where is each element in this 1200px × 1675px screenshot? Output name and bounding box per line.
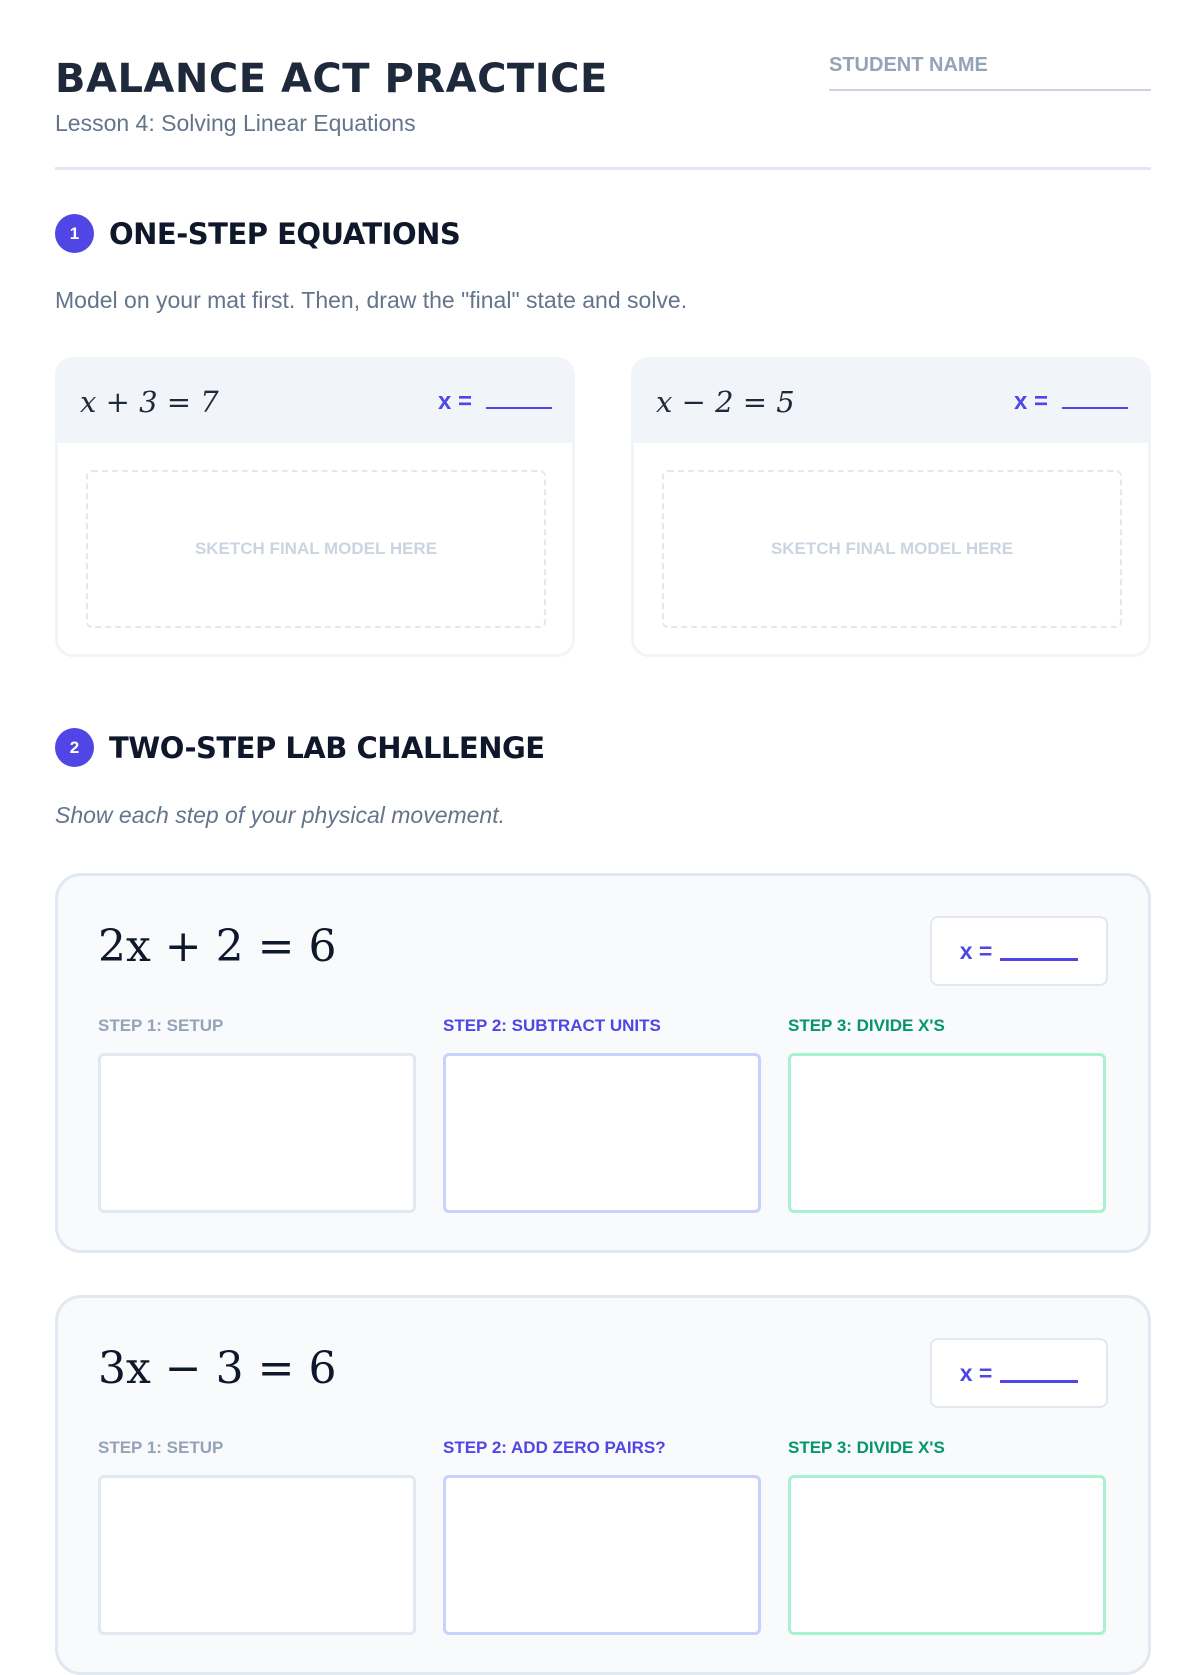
- step-label: STEP 1: SETUP: [98, 1438, 224, 1457]
- step-label: STEP 2: ADD ZERO PAIRS?: [443, 1438, 666, 1457]
- lesson-subtitle: Lesson 4: Solving Linear Equations: [55, 110, 416, 136]
- answer-field[interactable]: x =: [438, 388, 552, 416]
- section-instructions: Show each step of your physical movement…: [55, 802, 506, 828]
- equation: x − 2 = 5: [656, 384, 795, 419]
- step-1-box[interactable]: [98, 1475, 416, 1635]
- answer-blank[interactable]: [1000, 1379, 1079, 1383]
- sketch-area[interactable]: SKETCH FINAL MODEL HERE: [86, 470, 546, 628]
- step-2-box[interactable]: [443, 1053, 761, 1213]
- equation: x + 3 = 7: [80, 384, 219, 419]
- student-name-field[interactable]: STUDENT NAME: [829, 54, 1151, 91]
- problem-card: x + 3 = 7 x = SKETCH FINAL MODEL HERE: [55, 357, 575, 657]
- section-title: TWO-STEP LAB CHALLENGE: [109, 730, 545, 765]
- section-two-heading: 2 TWO-STEP LAB CHALLENGE: [55, 728, 545, 767]
- section-one-heading: 1 ONE-STEP EQUATIONS: [55, 214, 461, 253]
- answer-field[interactable]: x =: [1014, 388, 1128, 416]
- equation: 2x + 2 = 6: [98, 921, 337, 972]
- answer-label: x =: [959, 937, 993, 964]
- step-label: STEP 3: DIVIDE X'S: [788, 1016, 945, 1035]
- equation: 3x − 3 = 6: [98, 1343, 337, 1394]
- answer-field[interactable]: x =: [930, 916, 1108, 986]
- worksheet-header: BALANCE ACT PRACTICE Lesson 4: Solving L…: [55, 0, 1151, 170]
- section-number-badge: 2: [55, 728, 94, 767]
- answer-blank[interactable]: [1062, 406, 1128, 409]
- answer-blank[interactable]: [486, 406, 552, 409]
- answer-blank[interactable]: [1000, 957, 1079, 961]
- step-label: STEP 1: SETUP: [98, 1016, 224, 1035]
- page-title: BALANCE ACT PRACTICE: [55, 56, 608, 102]
- step-3-box[interactable]: [788, 1053, 1106, 1213]
- problem-card: x − 2 = 5 x = SKETCH FINAL MODEL HERE: [631, 357, 1151, 657]
- lab-problem-card: 2x + 2 = 6 x = STEP 1: SETUP STEP 2: SUB…: [55, 873, 1151, 1253]
- step-3-box[interactable]: [788, 1475, 1106, 1635]
- step-label: STEP 2: SUBTRACT UNITS: [443, 1016, 661, 1035]
- answer-field[interactable]: x =: [930, 1338, 1108, 1408]
- answer-label: x =: [1013, 387, 1048, 415]
- lab-problem-card: 3x − 3 = 6 x = STEP 1: SETUP STEP 2: ADD…: [55, 1295, 1151, 1675]
- section-title: ONE-STEP EQUATIONS: [109, 216, 461, 251]
- section-number-badge: 1: [55, 214, 94, 253]
- sketch-area[interactable]: SKETCH FINAL MODEL HERE: [662, 470, 1122, 628]
- step-1-box[interactable]: [98, 1053, 416, 1213]
- step-label: STEP 3: DIVIDE X'S: [788, 1438, 945, 1457]
- answer-label: x =: [959, 1359, 993, 1386]
- section-instructions: Model on your mat first. Then, draw the …: [55, 287, 688, 313]
- step-2-box[interactable]: [443, 1475, 761, 1635]
- answer-label: x =: [437, 387, 472, 415]
